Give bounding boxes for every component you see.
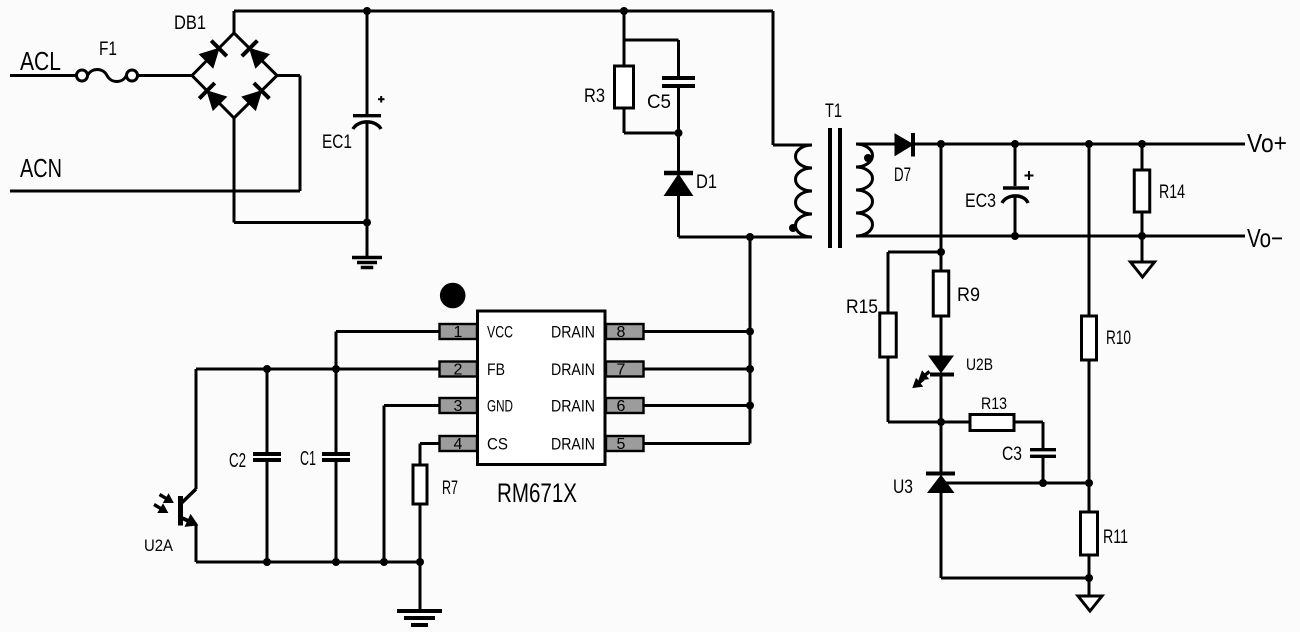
svg-text:DB1: DB1 [174, 13, 206, 34]
svg-text:R14: R14 [1159, 182, 1185, 203]
svg-text:8: 8 [617, 324, 626, 341]
svg-text:GND: GND [487, 396, 513, 415]
svg-text:DRAIN: DRAIN [551, 396, 595, 415]
svg-text:U2A: U2A [144, 536, 174, 555]
svg-text:VCC: VCC [487, 322, 513, 341]
svg-text:R3: R3 [584, 86, 605, 107]
svg-text:C3: C3 [1002, 444, 1022, 465]
svg-text:CS: CS [487, 434, 508, 453]
svg-text:R7: R7 [442, 478, 458, 499]
svg-text:R15: R15 [846, 297, 878, 318]
svg-text:D1: D1 [696, 172, 717, 193]
svg-text:ACN: ACN [20, 153, 62, 183]
svg-text:R10: R10 [1106, 328, 1131, 349]
svg-text:ACL: ACL [20, 46, 61, 76]
svg-text:D7: D7 [894, 165, 911, 186]
svg-text:RM671X: RM671X [497, 478, 577, 508]
svg-text:EC3: EC3 [965, 191, 996, 212]
svg-text:R9: R9 [957, 285, 980, 306]
svg-text:DRAIN: DRAIN [551, 434, 595, 453]
svg-text:U2B: U2B [966, 355, 993, 374]
svg-text:DRAIN: DRAIN [551, 322, 595, 341]
svg-text:U3: U3 [893, 477, 913, 498]
svg-text:DRAIN: DRAIN [551, 360, 595, 379]
svg-text:R13: R13 [981, 394, 1007, 413]
svg-text:3: 3 [454, 398, 463, 415]
svg-text:Vo+: Vo+ [1247, 128, 1287, 158]
svg-text:Vo−: Vo− [1247, 223, 1283, 253]
svg-text:C5: C5 [647, 92, 671, 113]
svg-text:7: 7 [617, 362, 626, 379]
svg-text:EC1: EC1 [322, 132, 352, 153]
svg-text:FB: FB [487, 360, 505, 379]
svg-text:R11: R11 [1103, 527, 1128, 548]
svg-text:6: 6 [617, 398, 626, 415]
svg-text:4: 4 [454, 436, 463, 453]
svg-text:F1: F1 [99, 39, 117, 60]
svg-text:C2: C2 [229, 450, 246, 472]
svg-text:2: 2 [454, 362, 463, 379]
svg-text:5: 5 [617, 436, 626, 453]
svg-text:1: 1 [454, 324, 463, 341]
svg-text:C1: C1 [300, 448, 316, 470]
svg-text:T1: T1 [825, 101, 842, 122]
